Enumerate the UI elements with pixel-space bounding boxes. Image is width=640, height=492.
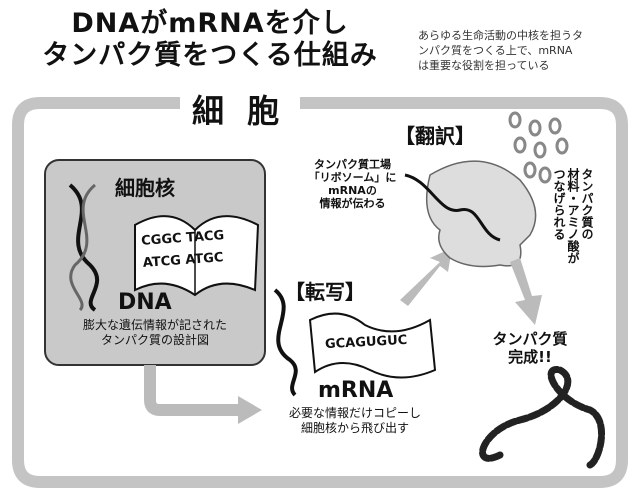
dna-label: DNA: [118, 290, 172, 315]
main-title: DNAがmRNAを介しタンパク質をつくる仕組み: [42, 8, 378, 71]
mrna-label: mRNA: [318, 378, 394, 403]
cell-label: 細 胞: [192, 92, 286, 130]
dna-description: 膨大な遺伝情報が記されたタンパク質の設計図: [82, 318, 227, 347]
mrna-description: 必要な情報だけコピーし細胞核から飛び出す: [288, 406, 421, 435]
amino-acid-description: タンパク質の材料・アミノ酸がつなげられる: [552, 168, 594, 264]
dna-helix-icon: [68, 183, 99, 312]
protein-complete-label: タンパク質完成!!: [492, 330, 568, 366]
protein-chain-icon: [479, 366, 606, 469]
ribosome-icon: [404, 160, 537, 268]
transcription-label: 【転写】: [285, 280, 365, 304]
translation-label: 【翻訳】: [395, 124, 475, 148]
mrna-strand-icon: [273, 288, 298, 397]
arrow-to-ribosome: [400, 248, 452, 306]
amino-acids-icon: [508, 111, 569, 184]
cell-outline: [12, 97, 628, 488]
nucleus-label: 細胞核: [115, 176, 175, 200]
arrow-nucleus-to-mrna: [144, 365, 240, 416]
mrna-flag-icon: [308, 312, 437, 379]
book-icon: [134, 215, 260, 297]
arrow-to-protein: [510, 258, 542, 325]
